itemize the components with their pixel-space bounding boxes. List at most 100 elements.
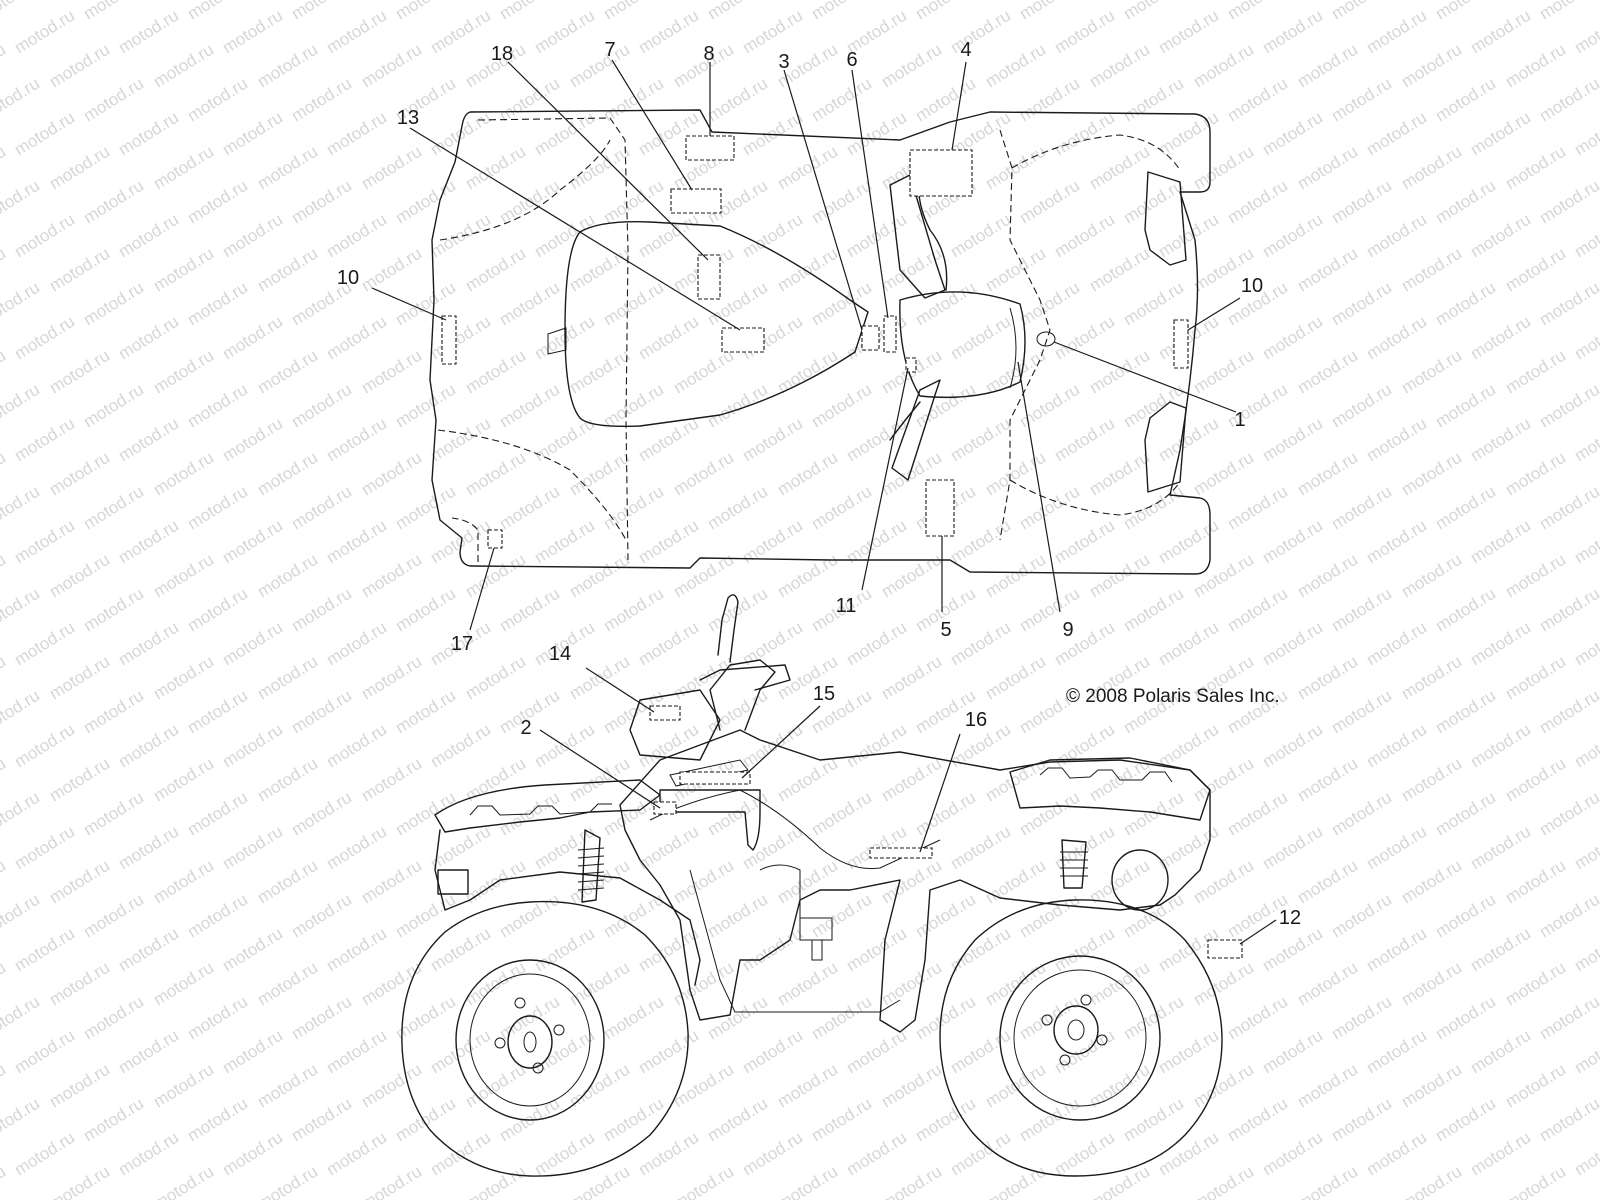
- watermark-text: motod.ru: [1120, 992, 1187, 1044]
- callout-1: 1: [1234, 409, 1245, 431]
- watermark-text: motod.ru: [531, 1128, 598, 1180]
- watermark-text: motod.ru: [11, 1026, 78, 1078]
- watermark-text: motod.ru: [1328, 686, 1395, 738]
- watermark-text: motod.ru: [1467, 414, 1534, 466]
- atv-side-view: [401, 594, 1243, 1177]
- watermark-text: motod.ru: [358, 346, 425, 398]
- watermark-text: motod.ru: [774, 958, 841, 1010]
- watermark-text: motod.ru: [1224, 788, 1291, 840]
- watermark-text: motod.ru: [80, 584, 147, 636]
- watermark-text: motod.ru: [704, 890, 771, 942]
- watermark-text: motod.ru: [982, 142, 1049, 194]
- watermark-text: motod.ru: [1190, 550, 1257, 602]
- watermark-text: motod.ru: [1016, 1196, 1083, 1200]
- watermark-text: motod.ru: [1571, 312, 1600, 364]
- watermark-text: motod.ru: [1155, 516, 1222, 568]
- watermark-text: motod.ru: [1328, 992, 1395, 1044]
- watermark-text: motod.ru: [0, 1196, 43, 1200]
- watermark-text: motod.ru: [1502, 550, 1569, 602]
- watermark-text: motod.ru: [566, 142, 633, 194]
- watermark-text: motod.ru: [1259, 108, 1326, 160]
- watermark-text: motod.ru: [566, 754, 633, 806]
- watermark-text: motod.ru: [1536, 788, 1600, 840]
- watermark-text: motod.ru: [600, 482, 667, 534]
- watermark-text: motod.ru: [80, 482, 147, 534]
- watermark-text: motod.ru: [1398, 652, 1465, 704]
- callout-5: 5: [940, 619, 951, 641]
- watermark-text: motod.ru: [323, 618, 390, 670]
- callout-13: 13: [397, 107, 419, 129]
- watermark-text: motod.ru: [739, 1026, 806, 1078]
- watermark-text: motod.ru: [1363, 720, 1430, 772]
- watermark-text: motod.ru: [80, 74, 147, 126]
- watermark-text: motod.ru: [80, 0, 147, 23]
- watermark-text: motod.ru: [392, 380, 459, 432]
- watermark-text: motod.ru: [774, 448, 841, 500]
- watermark-text: motod.ru: [947, 6, 1014, 58]
- watermark-text: motod.ru: [254, 244, 321, 296]
- watermark-text: motod.ru: [392, 0, 459, 23]
- watermark-text: motod.ru: [600, 176, 667, 228]
- watermark-text: motod.ru: [80, 686, 147, 738]
- callout-15: 15: [813, 683, 835, 705]
- watermark-text: motod.ru: [947, 210, 1014, 262]
- watermark-text: motod.ru: [254, 652, 321, 704]
- watermark-text: motod.ru: [635, 516, 702, 568]
- watermark-text: motod.ru: [600, 0, 667, 23]
- watermark-text: motod.ru: [323, 822, 390, 874]
- watermark-text: motod.ru: [808, 788, 875, 840]
- watermark-text: motod.ru: [115, 1026, 182, 1078]
- watermark-text: motod.ru: [739, 6, 806, 58]
- watermark-text: motod.ru: [392, 890, 459, 942]
- watermark-text: motod.ru: [288, 1196, 355, 1200]
- watermark-text: motod.ru: [0, 142, 9, 194]
- watermark-text: motod.ru: [1571, 720, 1600, 772]
- watermark-text: motod.ru: [46, 142, 113, 194]
- watermark-text: motod.ru: [704, 74, 771, 126]
- watermark-text: motod.ru: [704, 380, 771, 432]
- watermark-text: motod.ru: [184, 74, 251, 126]
- watermark-text: motod.ru: [1502, 142, 1569, 194]
- watermark-text: motod.ru: [0, 1162, 9, 1200]
- watermark-text: motod.ru: [219, 108, 286, 160]
- watermark-text: motod.ru: [427, 720, 494, 772]
- watermark-text: motod.ru: [1155, 1026, 1222, 1078]
- watermark-text: motod.ru: [982, 1162, 1049, 1200]
- watermark-text: motod.ru: [46, 754, 113, 806]
- watermark-text: motod.ru: [150, 448, 217, 500]
- watermark-text: motod.ru: [1398, 958, 1465, 1010]
- watermark-text: motod.ru: [600, 890, 667, 942]
- watermark-text: motod.ru: [982, 958, 1049, 1010]
- watermark-text: motod.ru: [1502, 346, 1569, 398]
- watermark-text: motod.ru: [0, 584, 43, 636]
- watermark-text: motod.ru: [462, 550, 529, 602]
- watermark-text: motod.ru: [462, 1060, 529, 1112]
- watermark-text: motod.ru: [1363, 312, 1430, 364]
- watermark-text: motod.ru: [1571, 822, 1600, 874]
- watermark-text: motod.ru: [288, 0, 355, 23]
- watermark-text: motod.ru: [1120, 380, 1187, 432]
- watermark-text: motod.ru: [947, 414, 1014, 466]
- watermark-text: motod.ru: [912, 890, 979, 942]
- watermark-text: motod.ru: [912, 380, 979, 432]
- watermark-text: motod.ru: [46, 40, 113, 92]
- watermark-text: motod.ru: [184, 584, 251, 636]
- watermark-text: motod.ru: [11, 516, 78, 568]
- watermark-text: motod.ru: [0, 0, 43, 23]
- watermark-text: motod.ru: [288, 482, 355, 534]
- watermark-text: motod.ru: [496, 278, 563, 330]
- watermark-text: motod.ru: [531, 924, 598, 976]
- watermark-text: motod.ru: [878, 652, 945, 704]
- watermark-text: motod.ru: [531, 6, 598, 58]
- watermark-text: motod.ru: [80, 992, 147, 1044]
- callout-16: 16: [965, 709, 987, 731]
- watermark-text: motod.ru: [1259, 210, 1326, 262]
- watermark-text: motod.ru: [80, 380, 147, 432]
- watermark-text: motod.ru: [1536, 890, 1600, 942]
- watermark-text: motod.ru: [1190, 40, 1257, 92]
- watermark-text: motod.ru: [184, 1196, 251, 1200]
- watermark-text: motod.ru: [1536, 278, 1600, 330]
- watermark-text: motod.ru: [566, 346, 633, 398]
- watermark-text: motod.ru: [1363, 618, 1430, 670]
- watermark-text: motod.ru: [427, 924, 494, 976]
